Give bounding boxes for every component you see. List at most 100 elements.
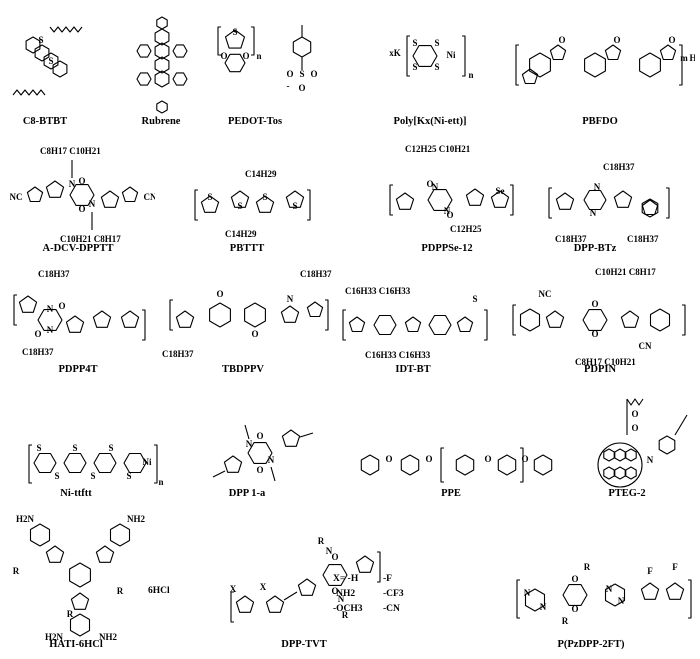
pbfdo-label: PBFDO	[582, 116, 618, 127]
svg-text:O: O	[484, 454, 491, 464]
svg-text:S: S	[262, 192, 267, 202]
polykxniett-label: Poly[Kx(Ni-ett)]	[393, 116, 467, 127]
svg-text:R: R	[584, 562, 591, 572]
svg-text:C12H25: C12H25	[450, 224, 482, 234]
svg-text:m: m	[680, 53, 688, 63]
rubrene-structure	[136, 16, 188, 114]
svg-text:C16H33 C16H33: C16H33 C16H33	[365, 350, 431, 360]
svg-text:N: N	[590, 208, 597, 218]
svg-text:S: S	[412, 62, 417, 72]
svg-text:S: S	[299, 69, 304, 79]
substituent-option: -F	[383, 574, 392, 584]
svg-text:Ni: Ni	[143, 457, 152, 467]
svg-text:CN: CN	[144, 192, 156, 202]
svg-text:S: S	[292, 201, 297, 211]
svg-text:N: N	[432, 182, 439, 192]
ppe-label: PPE	[441, 488, 461, 499]
pteg2-structure: NOO	[597, 398, 688, 488]
c8btbt-label: C8-BTBT	[22, 116, 68, 127]
svg-text:S: S	[72, 443, 77, 453]
substituent-option: -OCH3	[333, 604, 363, 614]
svg-text:NH2: NH2	[127, 514, 146, 524]
svg-text:C10H21 C8H17: C10H21 C8H17	[60, 234, 121, 244]
tbdppv-label: TBDPPV	[222, 364, 264, 375]
svg-text:F: F	[672, 562, 678, 572]
svg-text:O: O	[242, 51, 249, 61]
svg-text:O: O	[591, 299, 598, 309]
svg-text:C10H21 C8H17: C10H21 C8H17	[595, 267, 656, 277]
pdpp4t-label: PDPP4T	[58, 364, 98, 375]
svg-text:O: O	[631, 423, 638, 433]
svg-text:O: O	[631, 409, 638, 419]
svg-text:N: N	[47, 325, 54, 335]
svg-text:C12H25 C10H21: C12H25 C10H21	[405, 144, 471, 154]
svg-text:O: O	[446, 210, 453, 220]
svg-text:NH2: NH2	[99, 632, 118, 640]
svg-text:n: n	[256, 51, 261, 61]
substituent-option: -NH2	[333, 589, 356, 599]
svg-text:O: O	[385, 454, 392, 464]
svg-text:C18H37: C18H37	[162, 349, 194, 359]
svg-text:C18H37: C18H37	[22, 347, 54, 357]
svg-text:R: R	[562, 616, 569, 626]
svg-text:S: S	[108, 443, 113, 453]
svg-text:N: N	[618, 596, 625, 606]
pbttt-label: PBTTT	[229, 243, 265, 254]
svg-text:N: N	[268, 455, 275, 465]
svg-text:O: O	[34, 329, 41, 339]
svg-text:Ni: Ni	[447, 50, 456, 60]
svg-text:C18H37: C18H37	[555, 234, 587, 244]
svg-text:C14H29: C14H29	[225, 229, 257, 239]
svg-text:C8H17 C10H21: C8H17 C10H21	[40, 146, 101, 156]
svg-text:S: S	[232, 27, 237, 37]
svg-text:S: S	[237, 201, 242, 211]
svg-text:N: N	[524, 588, 531, 598]
svg-text:S: S	[434, 62, 439, 72]
svg-text:n: n	[468, 70, 473, 80]
svg-text:O: O	[425, 454, 432, 464]
svg-text:N: N	[89, 199, 96, 209]
svg-text:xK: xK	[389, 48, 401, 58]
svg-text:O: O	[613, 35, 620, 45]
c8btbt-structure: SS	[12, 26, 83, 96]
svg-text:-: -	[287, 81, 290, 91]
svg-text:S: S	[472, 294, 477, 304]
idtbt-label: IDT-BT	[395, 364, 431, 375]
substituent-option: -CF3	[383, 589, 404, 599]
svg-text:R: R	[342, 610, 349, 620]
svg-text:O: O	[216, 289, 223, 299]
dpp1a-label: DPP 1-a	[228, 488, 266, 499]
svg-text:O: O	[256, 431, 263, 441]
svg-text:O: O	[256, 465, 263, 475]
svg-text:X: X	[260, 582, 267, 592]
svg-text:S: S	[48, 56, 53, 66]
svg-text:R: R	[117, 586, 124, 596]
svg-text:N: N	[69, 179, 76, 189]
svg-text:C18H37: C18H37	[300, 269, 332, 279]
svg-text:O: O	[251, 329, 258, 339]
svg-text:O: O	[521, 454, 528, 464]
svg-text:O: O	[58, 301, 65, 311]
hati6hcl-label: HATI-6HCl	[49, 639, 103, 650]
svg-text:O: O	[298, 83, 305, 93]
svg-text:CN: CN	[639, 341, 652, 351]
pdpin-label: PDPIN	[583, 364, 617, 375]
hcl-annotation: 6HCl	[148, 586, 170, 596]
svg-text:O: O	[78, 176, 85, 186]
svg-text:H: H	[689, 53, 695, 63]
svg-text:Se: Se	[496, 186, 505, 196]
svg-text:X: X	[230, 584, 237, 594]
svg-text:S: S	[36, 443, 41, 453]
svg-text:C18H37: C18H37	[627, 234, 659, 244]
